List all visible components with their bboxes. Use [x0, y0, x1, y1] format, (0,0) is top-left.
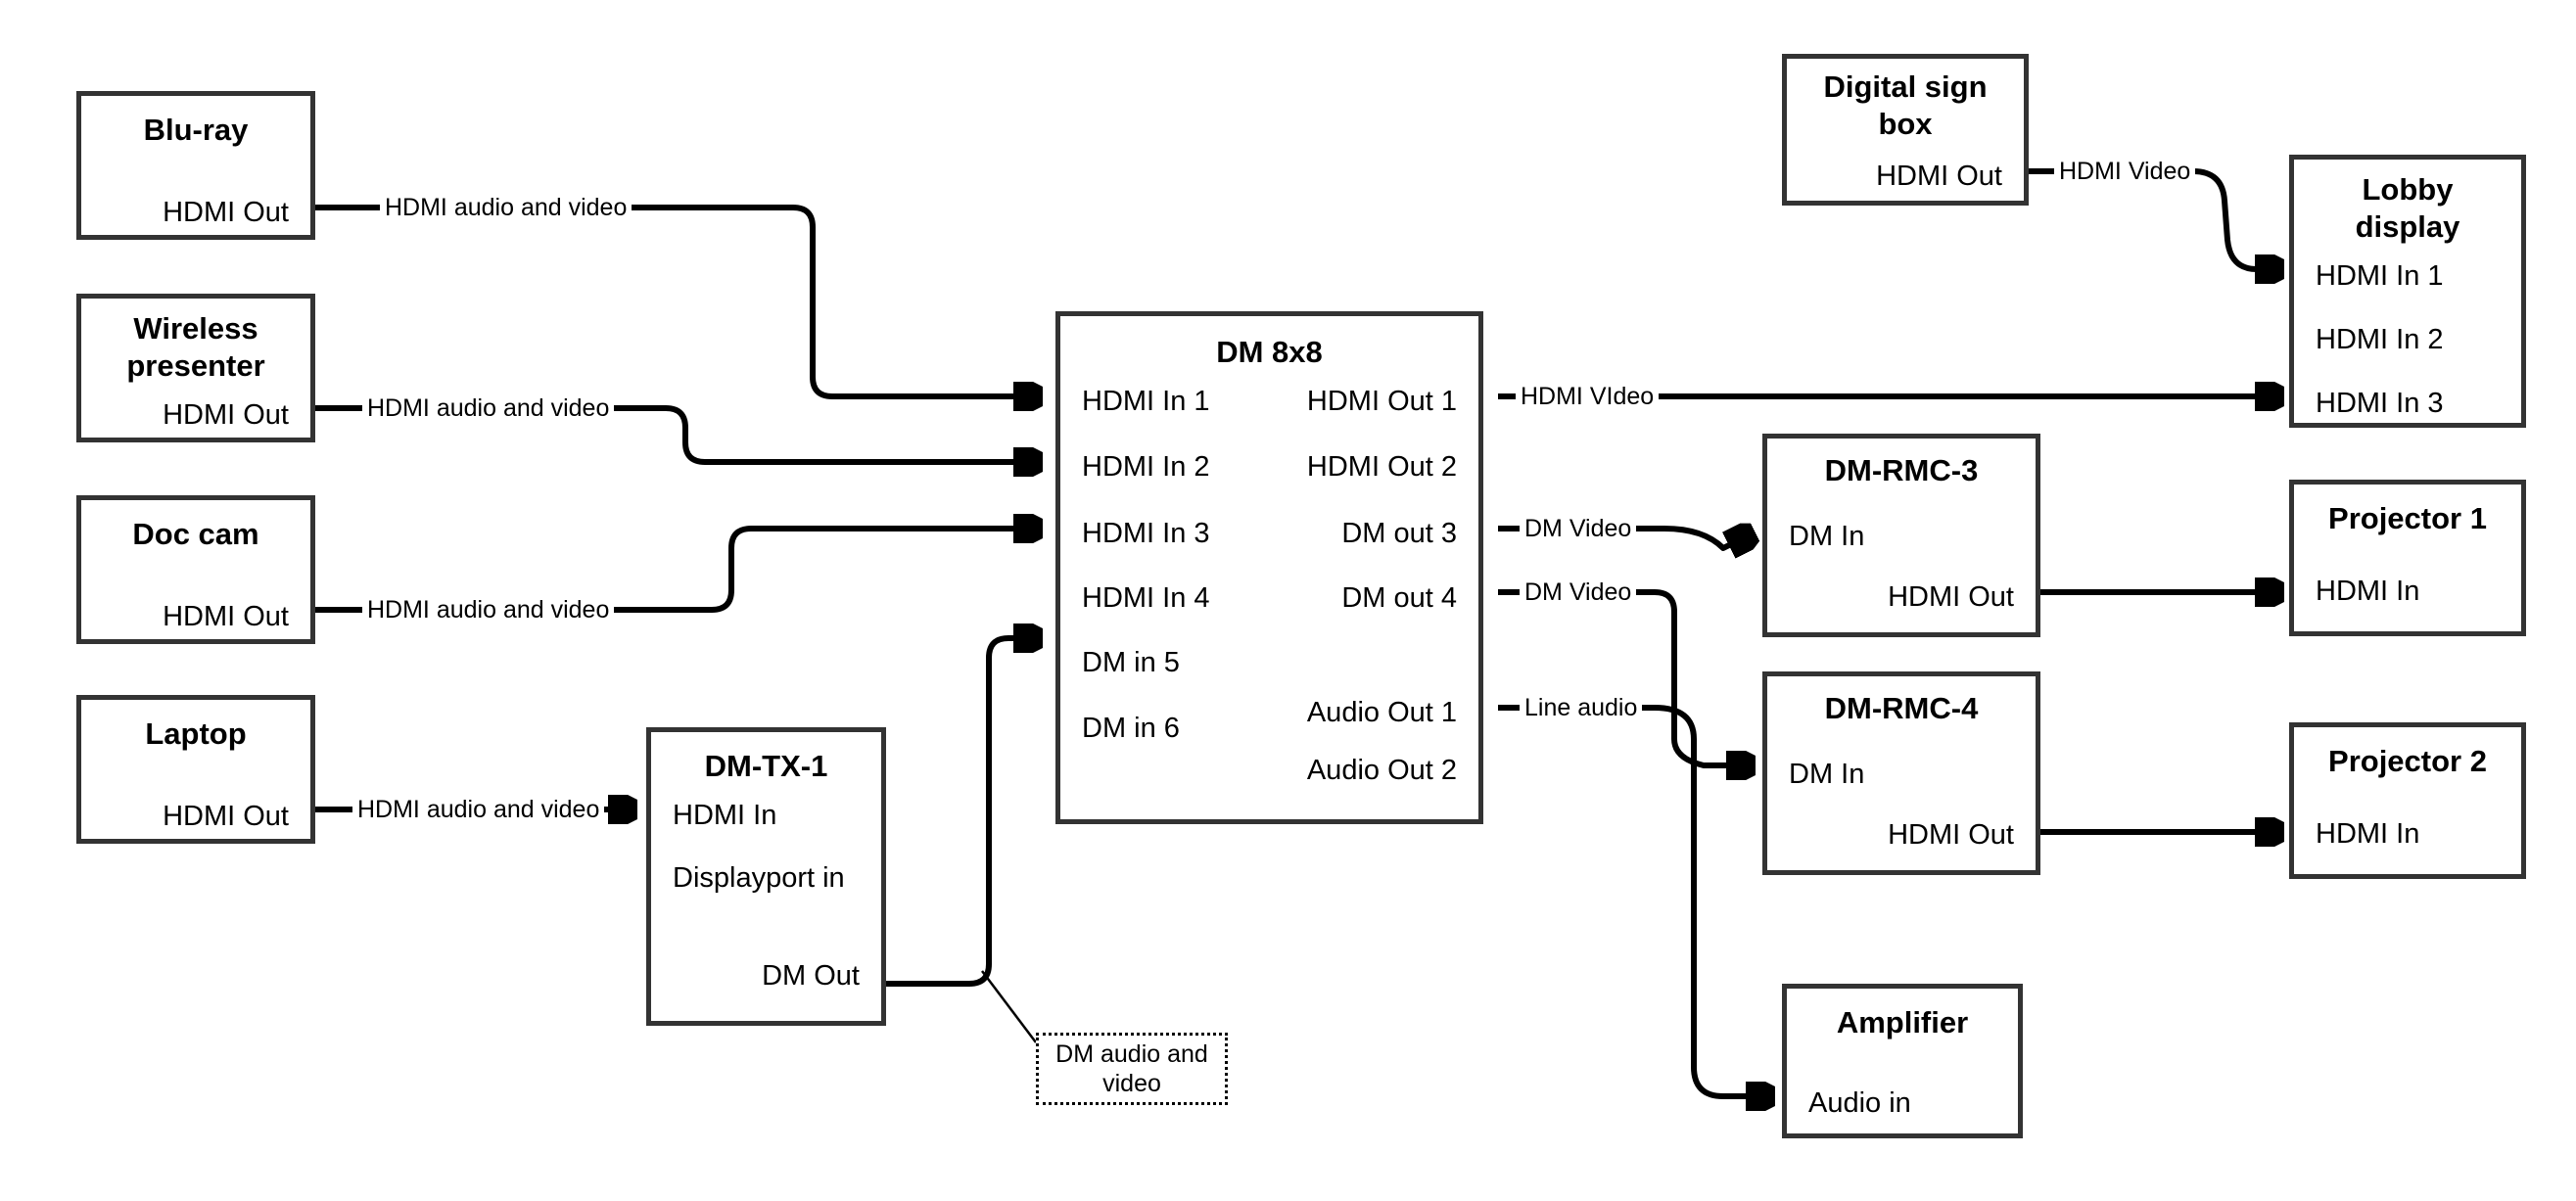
node-digital-sign-box[interactable]: Digital sign box HDMI Out — [1782, 54, 2029, 206]
node-doc-cam[interactable]: Doc cam HDMI Out — [76, 495, 315, 644]
node-wireless-presenter-title-line2: presenter — [126, 348, 265, 383]
node-dm-tx-1-port-hdmi-in[interactable]: HDMI In — [673, 800, 777, 831]
node-projector-1-port-hdmi-in[interactable]: HDMI In — [2316, 576, 2420, 607]
node-digital-sign-box-title-line1: Digital sign — [1823, 69, 1988, 104]
node-dm-8x8-input-dm-in-5[interactable]: DM in 5 — [1082, 647, 1180, 678]
node-dm-tx-1-title: DM-TX-1 — [704, 749, 828, 783]
node-dm-rmc-4-port-dm-in[interactable]: DM In — [1789, 759, 1865, 790]
node-bluray[interactable]: Blu-ray HDMI Out — [76, 91, 315, 240]
node-dm-8x8-input-hdmi-in-3[interactable]: HDMI In 3 — [1082, 518, 1210, 549]
node-dm-tx-1[interactable]: DM-TX-1 HDMI In Displayport in DM Out — [646, 727, 886, 1026]
node-laptop-title: Laptop — [145, 716, 247, 751]
edge-label-dmout4-to-rmc4: DM Video — [1520, 578, 1637, 606]
node-dm-8x8-title: DM 8x8 — [1216, 335, 1323, 369]
node-wireless-presenter[interactable]: Wireless presenter HDMI Out — [76, 294, 315, 442]
node-lobby-display-input-hdmi-in-3[interactable]: HDMI In 3 — [2316, 388, 2444, 419]
edge-label-dmout3-to-rmc3: DM Video — [1520, 515, 1637, 542]
wire-dm-dmout4-to-rmc4 — [1498, 589, 1753, 765]
node-laptop[interactable]: Laptop HDMI Out — [76, 695, 315, 844]
node-dm-8x8-output-audio-out-2[interactable]: Audio Out 2 — [1306, 755, 1457, 786]
node-projector-1[interactable]: Projector 1 HDMI In — [2289, 480, 2526, 636]
node-dm-8x8-output-hdmi-out-1[interactable]: HDMI Out 1 — [1306, 386, 1457, 417]
node-dm-8x8-output-dm-out-3[interactable]: DM out 3 — [1341, 518, 1457, 549]
note-dm-audio-and-video: DM audio and video — [1036, 1033, 1228, 1105]
node-lobby-display[interactable]: Lobby display HDMI In 1 HDMI In 2 HDMI I… — [2289, 155, 2526, 428]
node-projector-2-title: Projector 2 — [2328, 744, 2487, 778]
node-wireless-presenter-title-line1: Wireless — [133, 311, 258, 346]
node-dm-8x8-output-hdmi-out-2[interactable]: HDMI Out 2 — [1306, 451, 1457, 483]
edge-label-doccam-to-dm: HDMI audio and video — [362, 596, 615, 624]
node-dm-rmc-3-port-dm-in[interactable]: DM In — [1789, 521, 1865, 552]
node-dm-8x8-input-hdmi-in-2[interactable]: HDMI In 2 — [1082, 451, 1210, 483]
leader-line-dm-audio-video — [981, 970, 1037, 1043]
node-dm-8x8-output-audio-out-1[interactable]: Audio Out 1 — [1306, 697, 1457, 728]
node-dm-rmc-4-title: DM-RMC-4 — [1824, 691, 1979, 725]
node-laptop-port-hdmi-out[interactable]: HDMI Out — [163, 801, 289, 832]
node-lobby-display-input-hdmi-in-1[interactable]: HDMI In 1 — [2316, 260, 2444, 292]
wire-bluray-to-dm-in1 — [315, 205, 1040, 396]
node-dm-tx-1-port-displayport-in[interactable]: Displayport in — [673, 862, 845, 894]
node-lobby-display-title-line2: display — [2355, 209, 2460, 244]
node-dm-rmc-3-port-hdmi-out[interactable]: HDMI Out — [1888, 581, 2014, 613]
node-bluray-title: Blu-ray — [143, 113, 249, 147]
node-amplifier[interactable]: Amplifier Audio in — [1782, 984, 2023, 1138]
edge-label-audioout1-to-amplifier: Line audio — [1520, 694, 1643, 721]
node-dm-8x8-input-hdmi-in-1[interactable]: HDMI In 1 — [1082, 386, 1210, 417]
node-amplifier-port-audio-in[interactable]: Audio in — [1808, 1087, 1911, 1119]
node-amplifier-title: Amplifier — [1836, 1005, 1969, 1039]
node-dm-8x8-output-dm-out-4[interactable]: DM out 4 — [1341, 582, 1457, 614]
wire-tx-dmout-to-dm-in5 — [886, 638, 1040, 987]
edge-label-dmout1-to-lobby: HDMI VIdeo — [1516, 383, 1660, 410]
node-wireless-presenter-port-hdmi-out[interactable]: HDMI Out — [163, 399, 289, 431]
node-dm-rmc-4[interactable]: DM-RMC-4 DM In HDMI Out — [1762, 671, 2040, 875]
node-projector-2-port-hdmi-in[interactable]: HDMI In — [2316, 818, 2420, 850]
node-dm-rmc-3[interactable]: DM-RMC-3 DM In HDMI Out — [1762, 434, 2040, 637]
node-doc-cam-port-hdmi-out[interactable]: HDMI Out — [163, 601, 289, 632]
node-projector-1-title: Projector 1 — [2328, 501, 2487, 535]
edge-label-signbox-to-lobby: HDMI Video — [2054, 158, 2196, 185]
edge-label-laptop-to-tx: HDMI audio and video — [352, 796, 605, 823]
node-dm-8x8[interactable]: DM 8x8 HDMI In 1 HDMI In 2 HDMI In 3 HDM… — [1055, 311, 1483, 824]
node-dm-tx-1-port-dm-out[interactable]: DM Out — [762, 960, 860, 992]
node-lobby-display-input-hdmi-in-2[interactable]: HDMI In 2 — [2316, 324, 2444, 355]
wire-signbox-to-lobby-in1 — [2029, 168, 2281, 269]
node-dm-8x8-input-dm-in-6[interactable]: DM in 6 — [1082, 713, 1180, 744]
node-digital-sign-box-port-hdmi-out[interactable]: HDMI Out — [1876, 161, 2002, 192]
wire-dm-audioout1-to-amplifier — [1498, 705, 1772, 1096]
node-dm-rmc-4-port-hdmi-out[interactable]: HDMI Out — [1888, 819, 2014, 851]
node-digital-sign-box-title-line2: box — [1878, 107, 1933, 141]
node-dm-rmc-3-title: DM-RMC-3 — [1824, 453, 1979, 487]
node-dm-8x8-input-hdmi-in-4[interactable]: HDMI In 4 — [1082, 582, 1210, 614]
node-projector-2[interactable]: Projector 2 HDMI In — [2289, 722, 2526, 879]
node-bluray-port-hdmi-out[interactable]: HDMI Out — [163, 197, 289, 228]
edge-label-wireless-to-dm: HDMI audio and video — [362, 394, 615, 422]
edge-label-bluray-to-dm: HDMI audio and video — [380, 194, 632, 221]
node-lobby-display-title-line1: Lobby — [2362, 172, 2454, 207]
node-doc-cam-title: Doc cam — [132, 517, 259, 551]
